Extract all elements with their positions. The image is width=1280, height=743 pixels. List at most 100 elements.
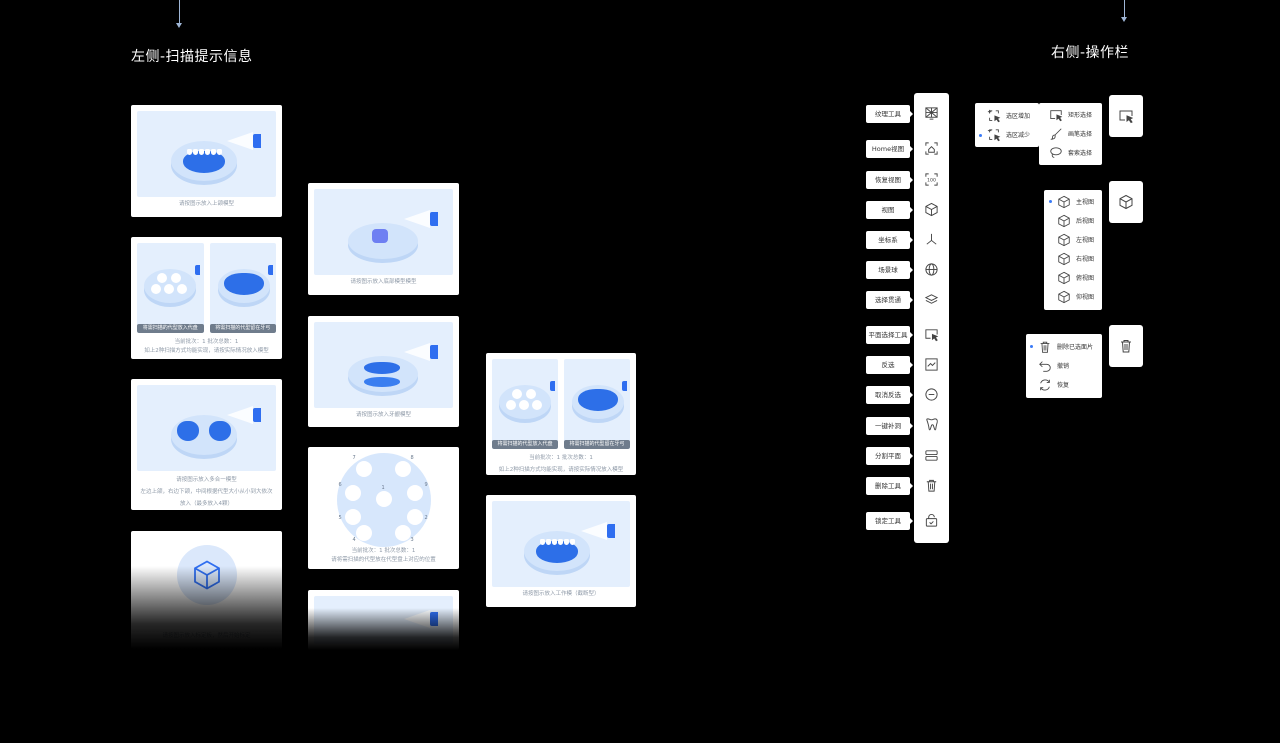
scan-scene	[314, 189, 453, 275]
scanner-beam	[227, 406, 253, 424]
jaw-model	[183, 151, 225, 173]
card-caption: 请按图示放入牙龈模型	[355, 412, 411, 418]
scanner-beam	[404, 210, 430, 228]
card-work-model: 请按图示放入工作模（截断型）	[486, 495, 636, 607]
menu-item-view-left[interactable]: 左视图	[1057, 230, 1094, 249]
menu-item-view-bottom[interactable]: 仰视图	[1057, 287, 1094, 306]
option-chip: 将需扫描的代型放入代盘	[137, 324, 204, 333]
menu-item-lasso-select[interactable]: 套索选择	[1049, 143, 1092, 162]
plate-number: 9	[424, 482, 428, 488]
scanner-icon	[430, 345, 438, 359]
label-home-view: Home视图	[866, 140, 913, 158]
label-fill-hole: 一键补洞	[866, 417, 913, 435]
menu-item-view-top[interactable]: 俯视图	[1057, 268, 1094, 287]
restore-view-icon[interactable]: 100	[923, 171, 940, 188]
card-caption: 请按图示放入多合一模型	[176, 477, 237, 483]
cube-icon	[1058, 252, 1070, 265]
view-label: 左视图	[1076, 237, 1095, 244]
selection-tool-popup: 矩形选择 画笔选择 套索选择	[1039, 103, 1102, 165]
scan-option-arch: 将需扫描的代型留在牙弓	[209, 243, 276, 333]
plate-number: 6	[338, 482, 342, 488]
rect-select-icon	[1050, 109, 1063, 121]
scan-options: 将需扫描的代型放入代盘 将需扫描的代型留在牙弓	[492, 359, 630, 449]
scan-note: 请将需扫描的代型放在代型盘上对应的位置	[331, 557, 436, 563]
selection-subtract-icon	[987, 128, 1001, 141]
label-cancel-invert: 取消反选	[866, 386, 913, 404]
option-chip: 将需扫描的代型留在牙弓	[209, 324, 276, 333]
trash-icon	[1121, 340, 1131, 353]
left-section-title: 左侧-扫描提示信息	[131, 49, 253, 65]
selection-add-label: 选区增加	[1006, 113, 1031, 120]
label-restore-view: 恢复视图	[866, 171, 913, 189]
card-caption: 左边上颌，右边下颌，中间根据代型大小从小到大依次	[140, 489, 273, 495]
plate-number: 4	[352, 537, 356, 543]
scene-sphere-icon[interactable]	[923, 261, 940, 278]
label-invert: 反选	[866, 356, 913, 374]
trash-icon[interactable]	[923, 477, 940, 494]
lock-tool-icon[interactable]	[923, 512, 940, 529]
split-plane-icon[interactable]	[923, 447, 940, 464]
view-label: 仰视图	[1076, 294, 1095, 301]
menu-item-selection-add[interactable]: 选区增加	[987, 106, 1030, 125]
coordinate-icon[interactable]	[923, 231, 940, 248]
card-upper-jaw: 请按图示放入上颌模型	[131, 105, 282, 217]
undo-icon	[1039, 360, 1051, 372]
plate-number: 7	[352, 455, 356, 461]
home-view-icon[interactable]	[923, 140, 940, 157]
invert-icon[interactable]	[923, 356, 940, 373]
batch-status: 当前批次：1 批次总数：1	[351, 548, 416, 554]
card-caption: 请按图示放入工作模（截断型）	[522, 591, 600, 597]
card-multi-scan: 将需扫描的代型放入代盘 将需扫描的代型留在牙弓 当前批次：1 批次总数：1 如上…	[131, 237, 282, 359]
scan-scene	[137, 537, 276, 629]
menu-item-selection-subtract[interactable]: 选区减少	[987, 125, 1030, 144]
plane-select-icon[interactable]	[923, 326, 940, 343]
cancel-invert-icon[interactable]	[923, 386, 940, 403]
tooth-icon[interactable]	[923, 416, 940, 433]
option-chip: 将需扫描的代型放入代盘	[492, 440, 558, 449]
scan-options: 将需扫描的代型放入代盘 将需扫描的代型留在牙弓	[137, 243, 276, 333]
right-arrow-indicator	[1121, 0, 1127, 22]
jaw-model	[209, 421, 231, 441]
menu-item-view-right[interactable]: 右视图	[1057, 249, 1094, 268]
jaw-model	[536, 541, 578, 563]
label-texture-tool: 纹理工具	[866, 105, 913, 123]
trash-icon	[1040, 341, 1050, 353]
view-label: 右视图	[1076, 256, 1095, 263]
batch-status: 当前批次：1 批次总数：1	[174, 339, 239, 345]
plane-select-button[interactable]	[1109, 95, 1143, 137]
scan-option-arch: 将需扫描的代型留在牙弓	[564, 359, 630, 449]
view-label: 主视图	[1076, 199, 1095, 206]
base-model	[372, 229, 388, 243]
view-label: 后视图	[1076, 218, 1095, 225]
menu-item-brush-select[interactable]: 画笔选择	[1049, 124, 1092, 143]
jaw-model	[223, 273, 264, 295]
view-button[interactable]	[1109, 181, 1143, 223]
scan-note: 如上2种扫描方式均能实现，请按实际情况放入模型	[144, 348, 269, 354]
texture-icon[interactable]	[923, 105, 940, 122]
view-cube-icon[interactable]	[923, 201, 940, 218]
menu-item-undo[interactable]: 撤销	[1038, 356, 1069, 375]
selection-add-icon	[987, 109, 1001, 122]
menu-item-redo[interactable]: 恢复	[1038, 375, 1069, 394]
delete-popup: 删除已选面片 撤销 恢复	[1026, 334, 1102, 398]
plate-number: 8	[410, 455, 414, 461]
die-plate: 7 8 6 9 1 5 2 4 3	[336, 453, 431, 547]
card-calibration: 请按图示放入标定板，然后开始标定	[131, 531, 282, 649]
menu-item-view-back[interactable]: 后视图	[1057, 211, 1094, 230]
menu-item-rect-select[interactable]: 矩形选择	[1049, 105, 1092, 124]
jaw-model	[177, 421, 199, 441]
label-view: 视图	[866, 201, 913, 219]
delete-button[interactable]	[1109, 325, 1143, 367]
lasso-select-label: 套索选择	[1068, 150, 1093, 157]
menu-item-delete-selected[interactable]: 删除已选面片	[1038, 337, 1093, 356]
scan-scene	[314, 322, 453, 408]
scanner-beam	[581, 522, 607, 540]
label-select-through: 选择贯通	[866, 291, 913, 309]
scan-note: 如上2种扫描方式均能实现，请按实际情况放入模型	[498, 467, 624, 473]
layers-icon[interactable]	[923, 291, 940, 308]
menu-item-view-main[interactable]: 主视图	[1057, 192, 1094, 211]
scan-option-plate: 将需扫描的代型放入代盘	[492, 359, 558, 449]
label-delete-tool: 删除工具	[866, 477, 913, 495]
scanner-beam	[404, 343, 430, 361]
brush-icon	[1050, 127, 1062, 140]
